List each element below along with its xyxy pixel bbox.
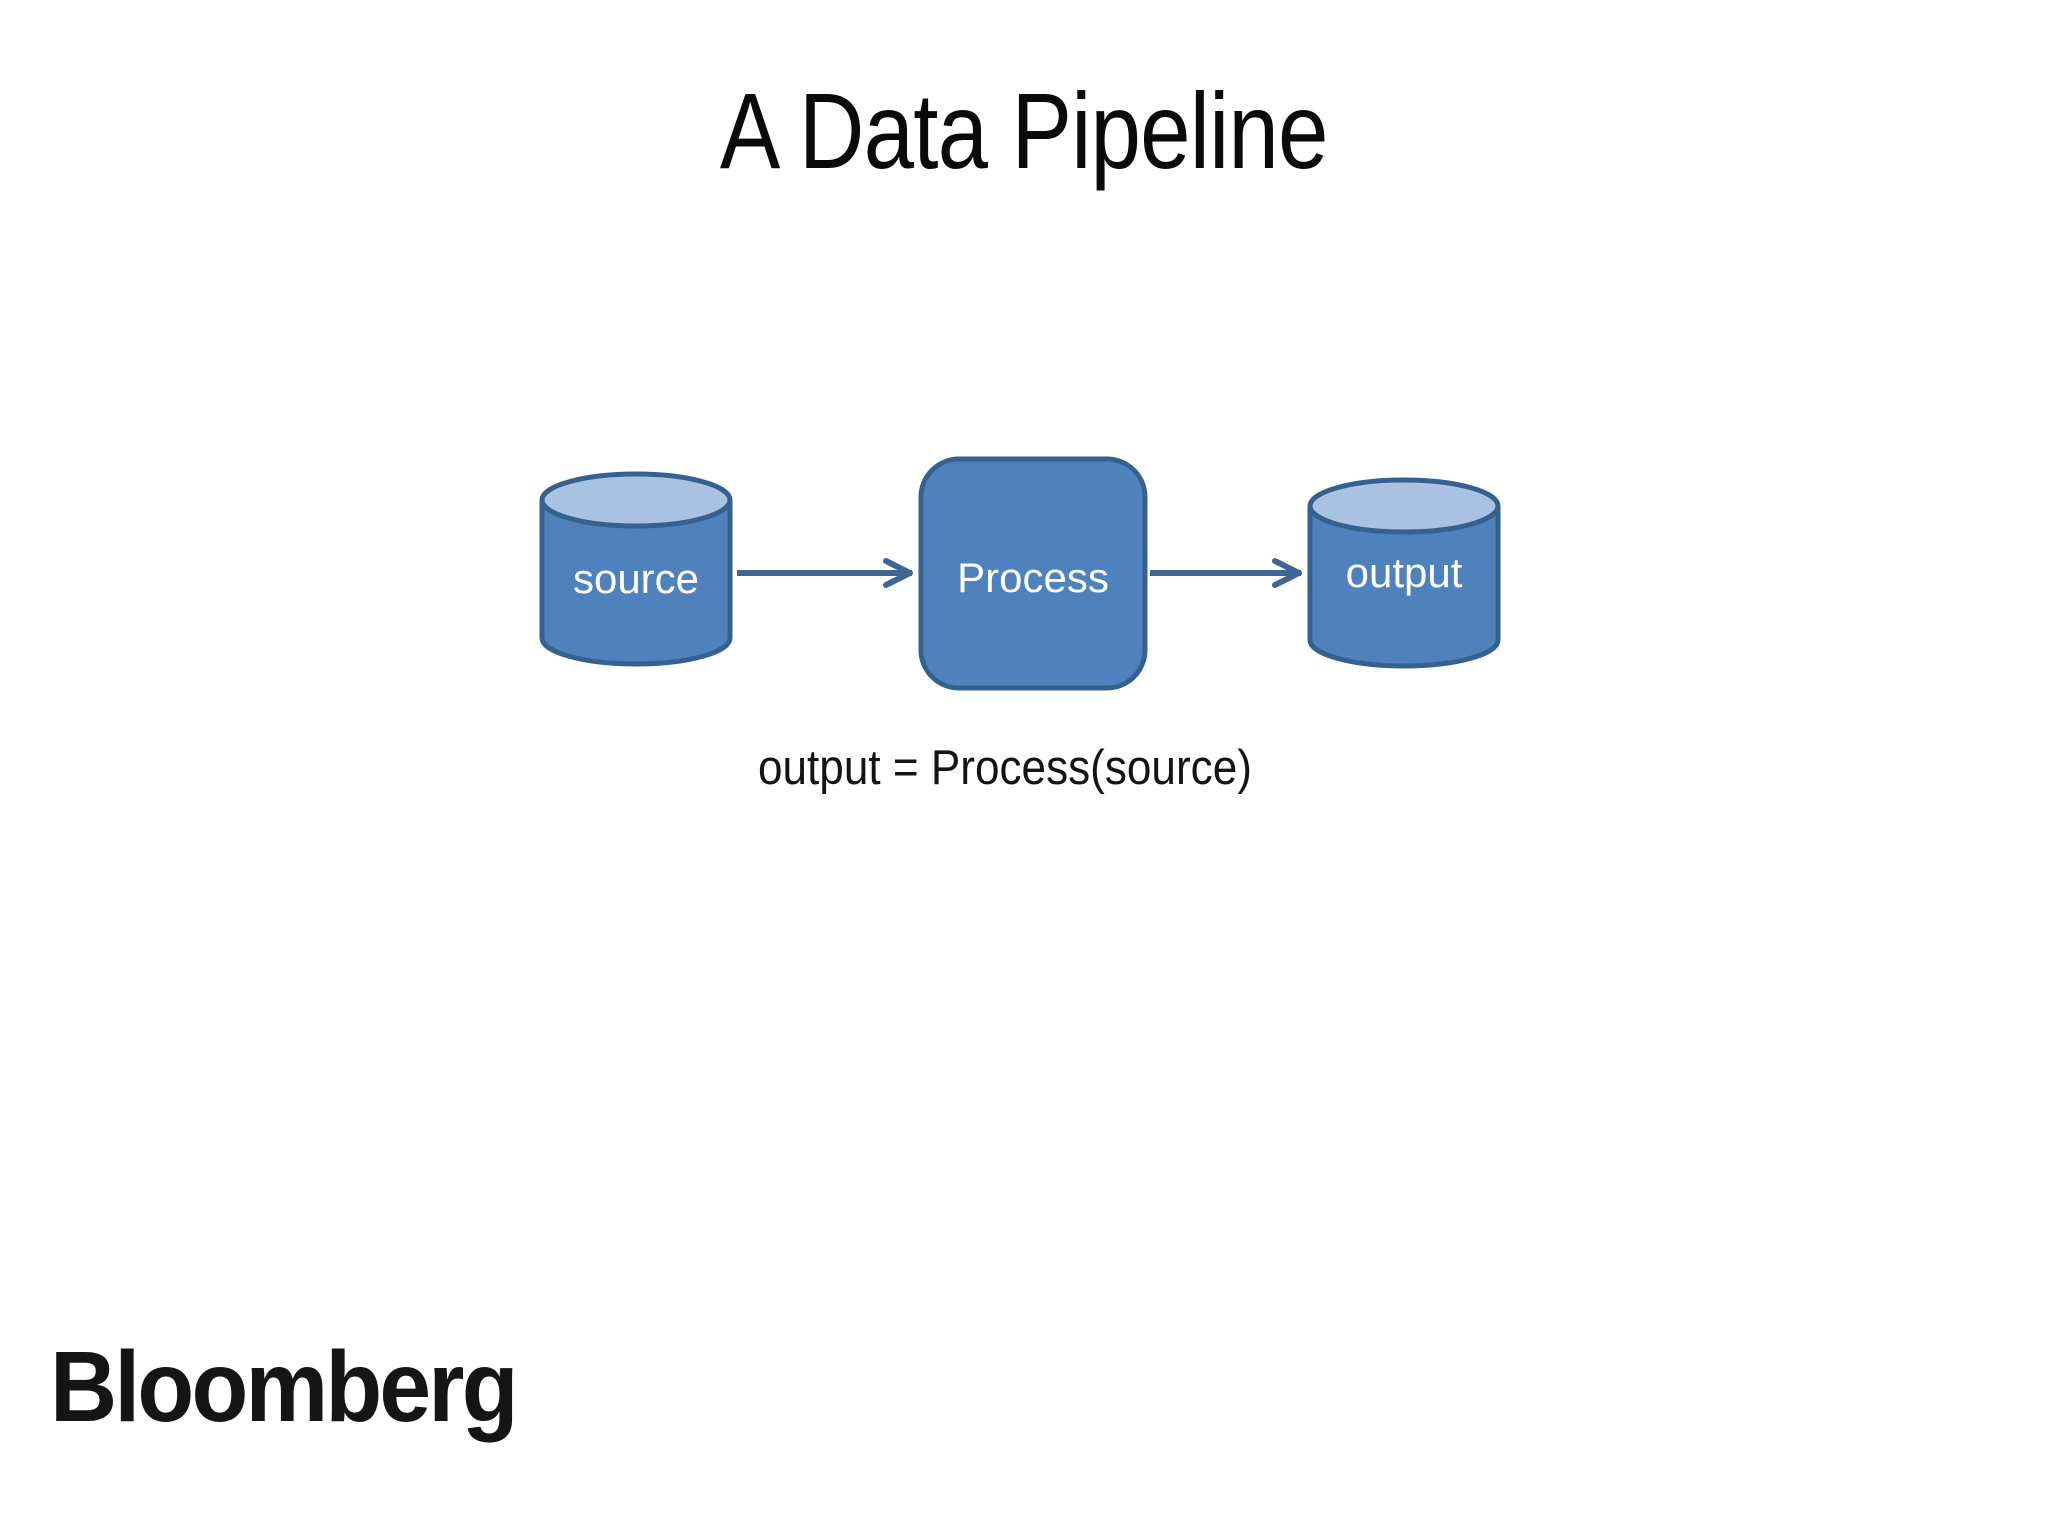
source-cylinder-top xyxy=(539,471,733,529)
node-process-box: Process xyxy=(918,456,1148,691)
slide-title: A Data Pipeline xyxy=(720,70,1329,191)
bloomberg-logo: Bloomberg xyxy=(50,1331,519,1443)
pipeline-formula: output = Process(source) xyxy=(758,741,1252,795)
node-output-cylinder: output xyxy=(1307,477,1501,669)
source-cylinder-body xyxy=(539,500,733,667)
process-node-label: Process xyxy=(957,554,1109,601)
node-source-cylinder: source xyxy=(539,471,733,667)
output-cylinder-body xyxy=(1307,506,1501,669)
process-box-rect xyxy=(918,456,1148,691)
output-cylinder-top xyxy=(1307,477,1501,535)
slide-title-container: A Data Pipeline xyxy=(0,70,2048,191)
output-node-label: output xyxy=(1346,549,1463,596)
source-node-label: source xyxy=(573,555,699,602)
